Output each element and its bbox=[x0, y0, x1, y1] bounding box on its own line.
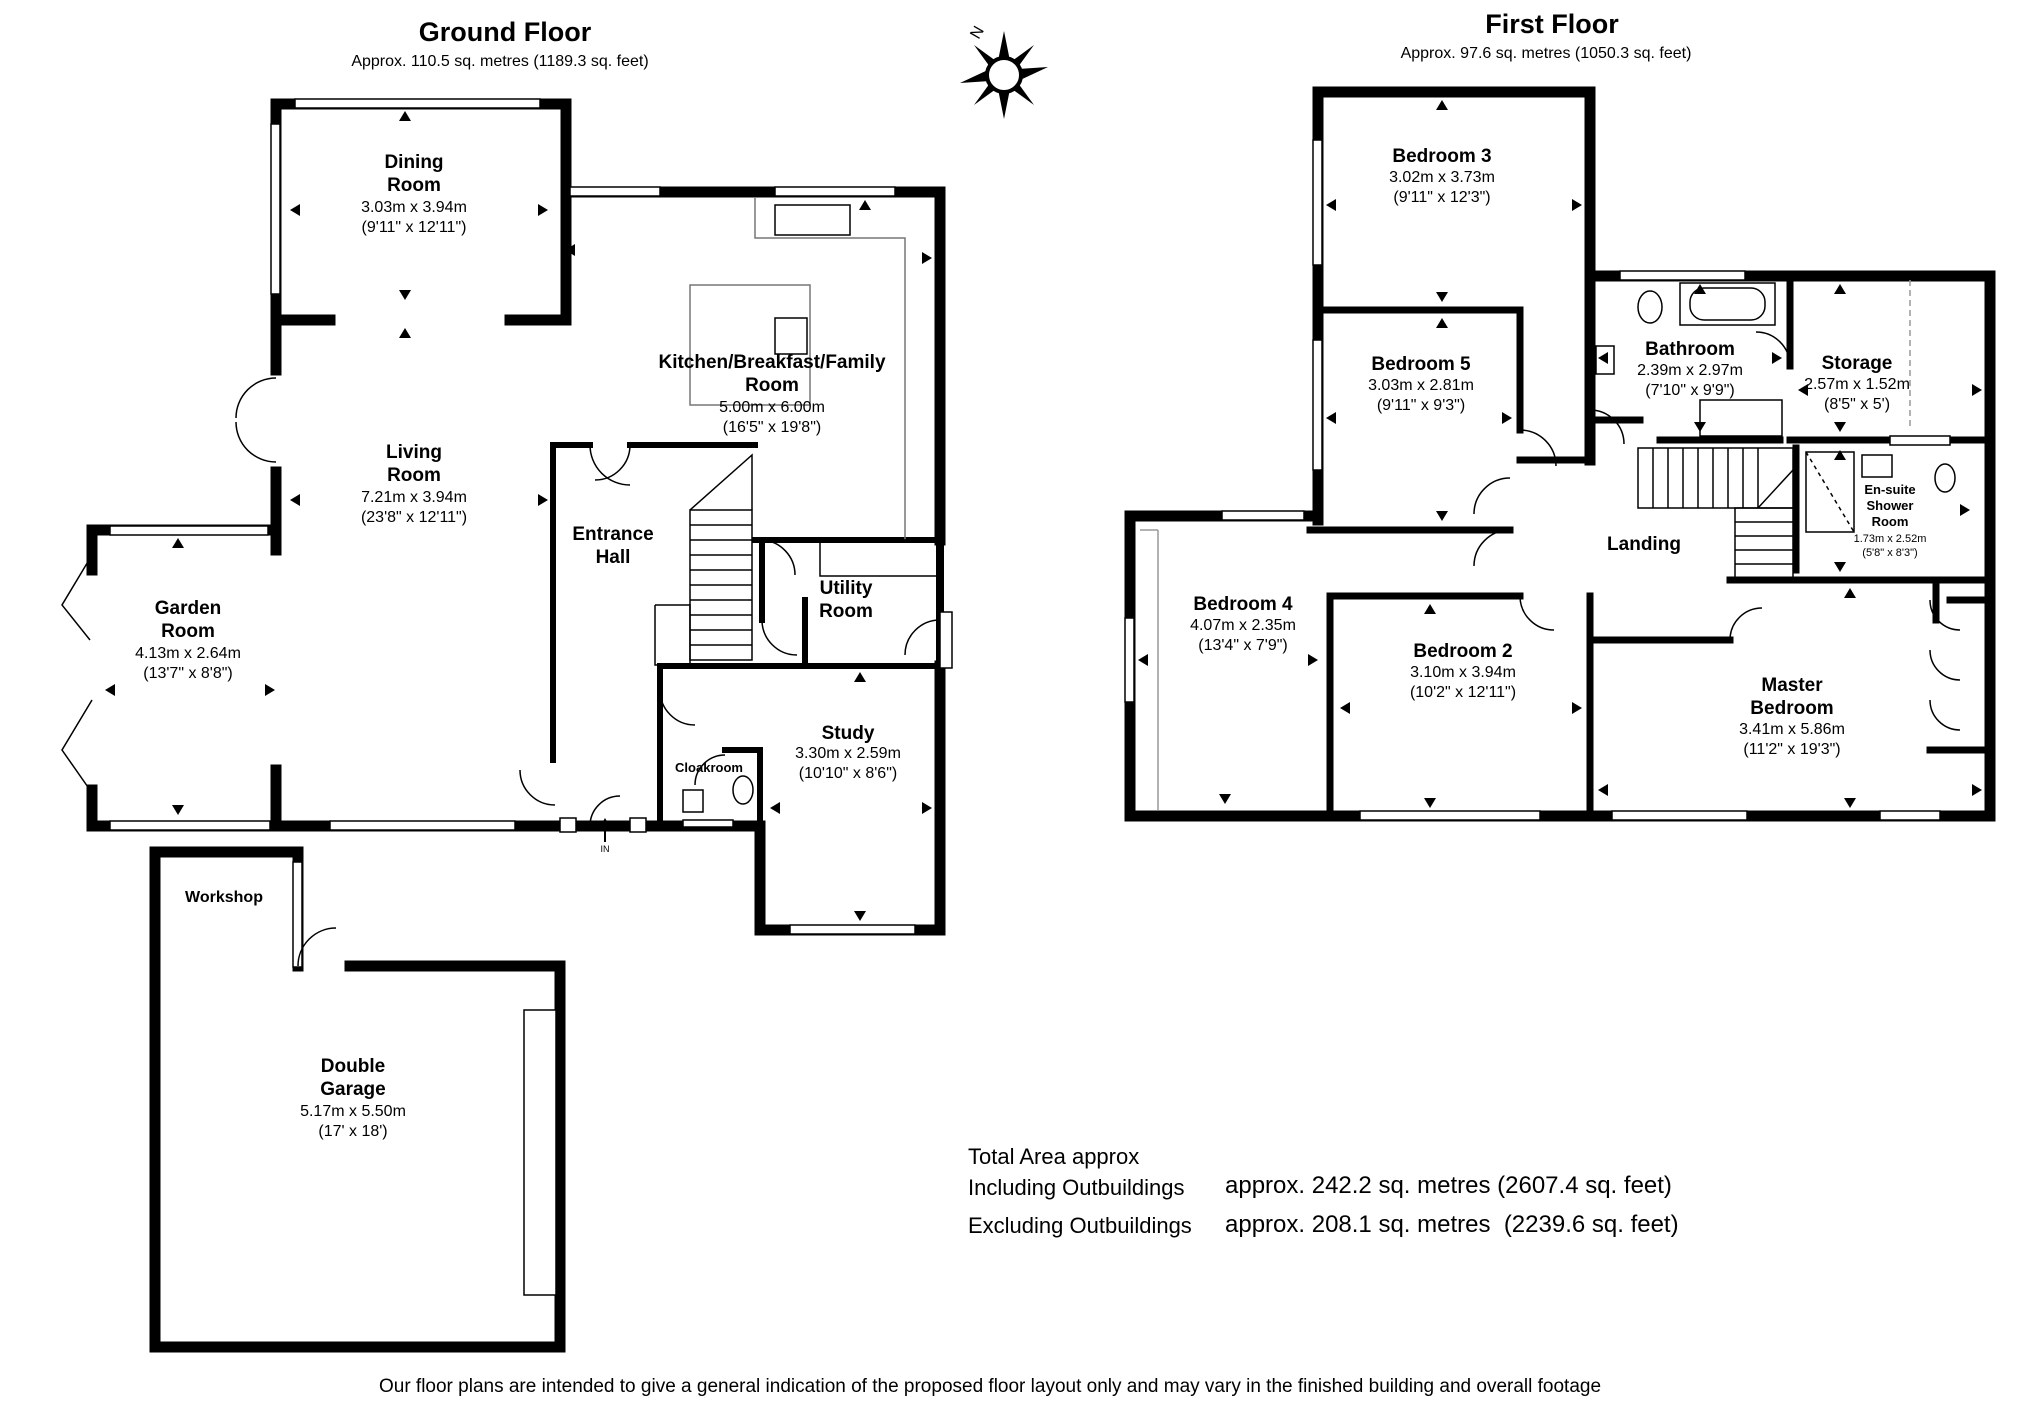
study-metric: 3.30m x 2.59m bbox=[795, 745, 901, 762]
storage-metric: 2.57m x 1.52m bbox=[1804, 376, 1910, 393]
excluding-outbuildings-value: approx. 208.1 sq. metres (2239.6 sq. fee… bbox=[1225, 1211, 1679, 1238]
kitchen-units bbox=[689, 198, 939, 577]
landing-name: Landing bbox=[1607, 534, 1681, 555]
workshop-name: Workshop bbox=[185, 889, 263, 906]
first-floor-fixtures bbox=[1140, 280, 1956, 810]
ground-floor-title: Ground Floor bbox=[419, 17, 592, 47]
garden-room-bay bbox=[61, 554, 93, 791]
master-bedroom-imperial: (11'2" x 19'3") bbox=[1743, 741, 1840, 758]
study-name: Study bbox=[822, 723, 875, 744]
dining-room-name-2: Room bbox=[387, 175, 441, 196]
garden-room-metric: 4.13m x 2.64m bbox=[135, 645, 241, 662]
ground-floor-doors bbox=[235, 377, 941, 967]
utility-room-name-1: Utility bbox=[820, 578, 873, 599]
bedroom-2-metric: 3.10m x 3.94m bbox=[1410, 664, 1516, 681]
first-floor-title: First Floor bbox=[1485, 9, 1619, 39]
first-floor-partitions bbox=[1306, 272, 1994, 820]
including-outbuildings-value: approx. 242.2 sq. metres (2607.4 sq. fee… bbox=[1225, 1172, 1672, 1199]
bedroom-2-imperial: (10'2" x 12'11") bbox=[1410, 684, 1516, 701]
garage-imperial: (17' x 18') bbox=[318, 1123, 387, 1140]
entry-label: IN bbox=[601, 844, 610, 854]
first-floor-walls bbox=[1124, 86, 1996, 822]
ensuite-name-2: Shower bbox=[1867, 498, 1914, 513]
storage-imperial: (8'5" x 5') bbox=[1824, 396, 1890, 413]
bathroom-imperial: (7'10" x 9'9") bbox=[1645, 382, 1735, 399]
entrance-hall-name-2: Hall bbox=[596, 547, 631, 568]
bedroom-5-imperial: (9'11" x 9'3") bbox=[1377, 397, 1465, 414]
first-floor-area: Approx. 97.6 sq. metres (1050.3 sq. feet… bbox=[1401, 45, 1692, 62]
ground-floor-walls bbox=[86, 98, 946, 1353]
study-imperial: (10'10" x 8'6") bbox=[799, 765, 897, 782]
garden-room-imperial: (13'7" x 8'8") bbox=[143, 665, 233, 682]
living-room-metric: 7.21m x 3.94m bbox=[361, 489, 467, 506]
excluding-outbuildings-label: Excluding Outbuildings bbox=[968, 1213, 1192, 1238]
bathroom-name: Bathroom bbox=[1645, 339, 1735, 360]
kitchen-metric: 5.00m x 6.00m bbox=[719, 399, 825, 416]
dining-room-imperial: (9'11" x 12'11") bbox=[362, 219, 467, 236]
cloakroom-name: Cloakroom bbox=[675, 760, 743, 775]
storage-name: Storage bbox=[1822, 353, 1893, 374]
kitchen-name-2: Room bbox=[745, 375, 799, 396]
ensuite-name-1: En-suite bbox=[1864, 482, 1915, 497]
total-area-heading: Total Area approx bbox=[968, 1144, 1139, 1169]
bathroom-metric: 2.39m x 2.97m bbox=[1637, 362, 1743, 379]
bedroom-4-name: Bedroom 4 bbox=[1193, 594, 1293, 615]
ensuite-name-3: Room bbox=[1872, 514, 1909, 529]
compass-icon: N bbox=[960, 23, 1048, 119]
disclaimer: Our floor plans are intended to give a g… bbox=[379, 1376, 1601, 1397]
master-bedroom-name-2: Bedroom bbox=[1750, 698, 1833, 719]
entry-arrow-icon bbox=[598, 818, 612, 830]
entrance-hall-name-1: Entrance bbox=[572, 524, 653, 545]
ground-floor-windows bbox=[109, 98, 953, 1296]
dining-room-metric: 3.03m x 3.94m bbox=[361, 199, 467, 216]
bedroom-4-imperial: (13'4" x 7'9") bbox=[1198, 637, 1288, 654]
utility-room-name-2: Room bbox=[819, 601, 873, 622]
bedroom-3-imperial: (9'11" x 12'3") bbox=[1393, 189, 1490, 206]
first-floor-stairs bbox=[1637, 447, 1794, 579]
dining-room-name-1: Dining bbox=[384, 152, 443, 173]
bedroom-4-metric: 4.07m x 2.35m bbox=[1190, 617, 1296, 634]
bedroom-2-name: Bedroom 2 bbox=[1413, 641, 1512, 662]
compass-north-label: N bbox=[967, 23, 988, 42]
bedroom-5-metric: 3.03m x 2.81m bbox=[1368, 377, 1474, 394]
garden-room-name-2: Room bbox=[161, 621, 215, 642]
kitchen-imperial: (16'5" x 19'8") bbox=[723, 419, 821, 436]
living-room-imperial: (23'8" x 12'11") bbox=[361, 509, 467, 526]
garage-name-2: Garage bbox=[320, 1079, 385, 1100]
living-room-name-1: Living bbox=[386, 442, 442, 463]
ground-floor-stairs bbox=[654, 453, 753, 666]
living-room-name-2: Room bbox=[387, 465, 441, 486]
first-floor-doors bbox=[1473, 331, 1961, 731]
first-floor-windows bbox=[1124, 139, 1951, 821]
bedroom-3-metric: 3.02m x 3.73m bbox=[1389, 169, 1495, 186]
ensuite-imperial: (5'8" x 8'3") bbox=[1862, 547, 1917, 559]
kitchen-name-1: Kitchen/Breakfast/Family bbox=[658, 352, 885, 373]
including-outbuildings-label: Including Outbuildings bbox=[968, 1175, 1184, 1200]
master-bedroom-name-1: Master bbox=[1761, 675, 1823, 696]
garage-metric: 5.17m x 5.50m bbox=[300, 1103, 406, 1120]
garage-name-1: Double bbox=[321, 1056, 385, 1077]
ground-floor-fixtures bbox=[682, 775, 754, 813]
bedroom-5-name: Bedroom 5 bbox=[1371, 354, 1471, 375]
dimension-markers bbox=[105, 100, 1982, 921]
ensuite-metric: 1.73m x 2.52m bbox=[1854, 533, 1927, 545]
bedroom-3-name: Bedroom 3 bbox=[1392, 146, 1491, 167]
ground-floor-area: Approx. 110.5 sq. metres (1189.3 sq. fee… bbox=[351, 53, 648, 70]
master-bedroom-metric: 3.41m x 5.86m bbox=[1739, 721, 1845, 738]
garden-room-name-1: Garden bbox=[155, 598, 222, 619]
